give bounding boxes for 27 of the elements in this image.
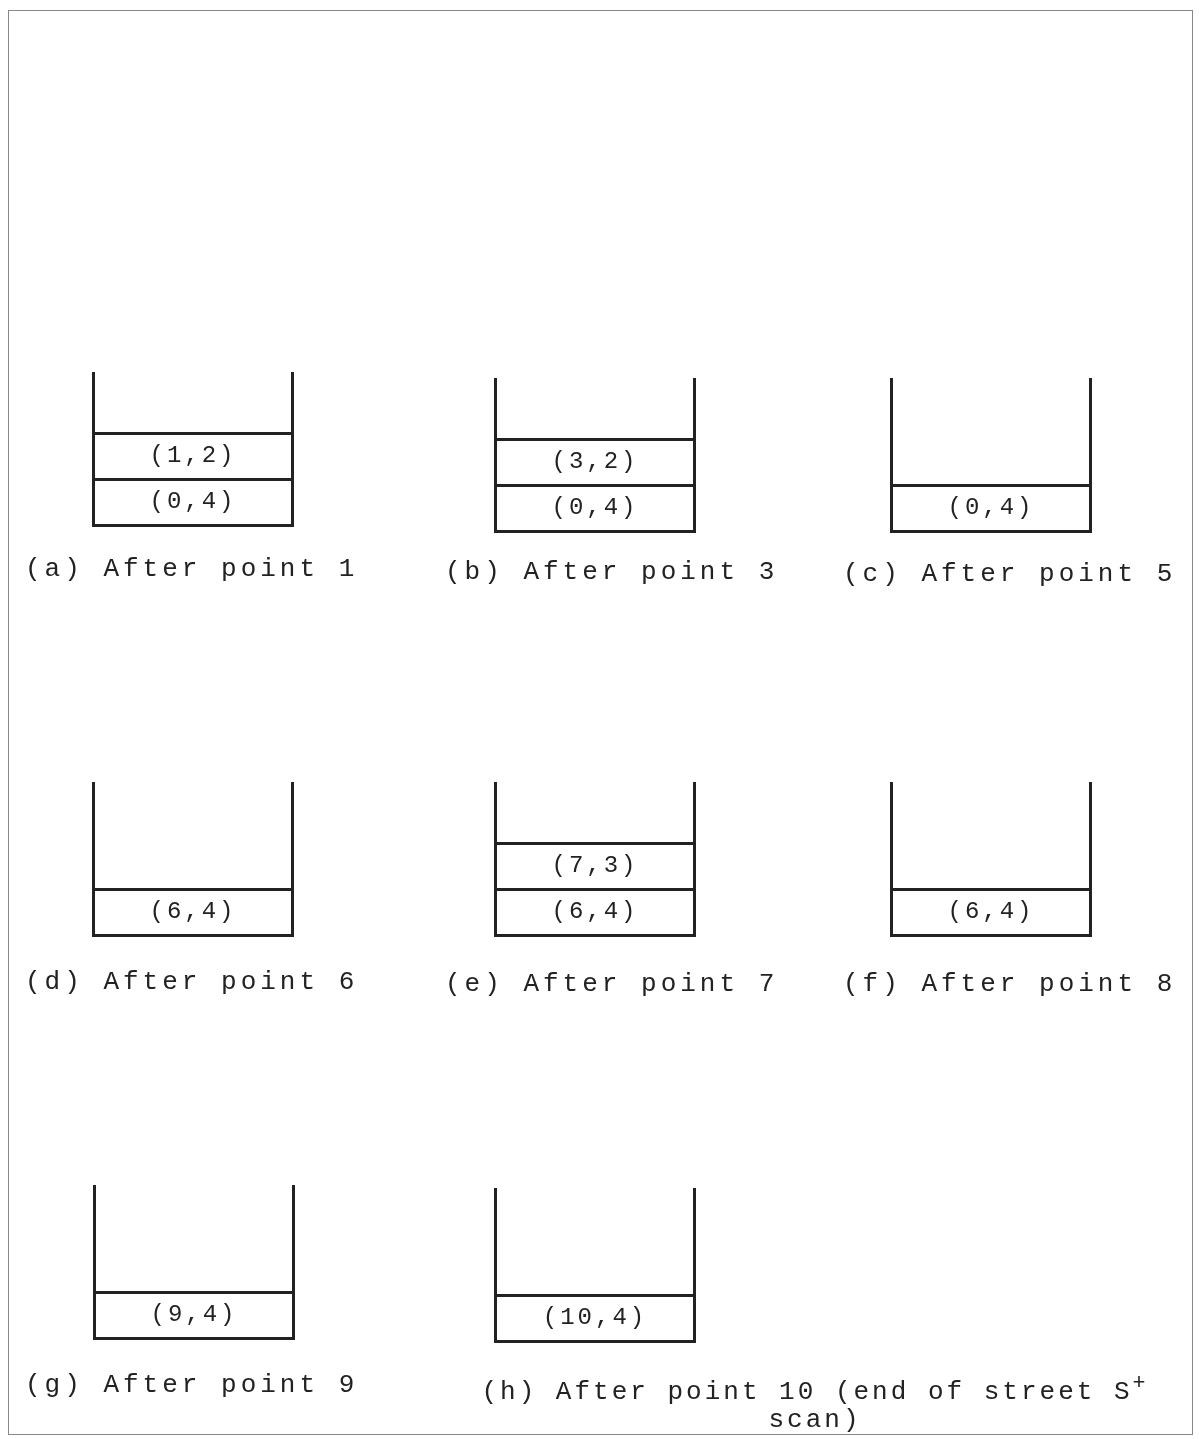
stack-container xyxy=(93,1185,295,1340)
stack-entry: (6,4) xyxy=(95,888,291,934)
figure-caption: (f) After point 8 xyxy=(843,968,1177,1001)
figure-caption: (g) After point 9 xyxy=(25,1369,359,1402)
stack-container xyxy=(494,378,696,533)
stack-container xyxy=(494,1188,696,1343)
stack-entry: (6,4) xyxy=(893,888,1089,934)
figure-caption: (a) After point 1 xyxy=(25,553,359,586)
stack-entry: (9,4) xyxy=(96,1291,292,1337)
figure-caption: (d) After point 6 xyxy=(25,966,359,999)
stack-container xyxy=(92,372,294,527)
stack-entry: (10,4) xyxy=(497,1294,693,1340)
stack-entry: (0,4) xyxy=(497,484,693,530)
stack-entry: (7,3) xyxy=(497,842,693,888)
figure-caption: (e) After point 7 xyxy=(445,968,779,1001)
stack-container xyxy=(494,782,696,937)
figure-caption: (h) After point 10 (end of street S$^{+}$ scan) xyxy=(480,1370,1150,1434)
stack-container xyxy=(890,378,1092,533)
stack-entry: (0,4) xyxy=(95,478,291,524)
figure-caption: (b) After point 3 xyxy=(445,556,779,589)
stack-entry: (0,4) xyxy=(893,484,1089,530)
stack-container xyxy=(890,782,1092,937)
figure-caption: (c) After point 5 xyxy=(843,558,1177,591)
stack-entry: (1,2) xyxy=(95,432,291,478)
stack-container xyxy=(92,782,294,937)
stack-entry: (3,2) xyxy=(497,438,693,484)
stack-entry: (6,4) xyxy=(497,888,693,934)
